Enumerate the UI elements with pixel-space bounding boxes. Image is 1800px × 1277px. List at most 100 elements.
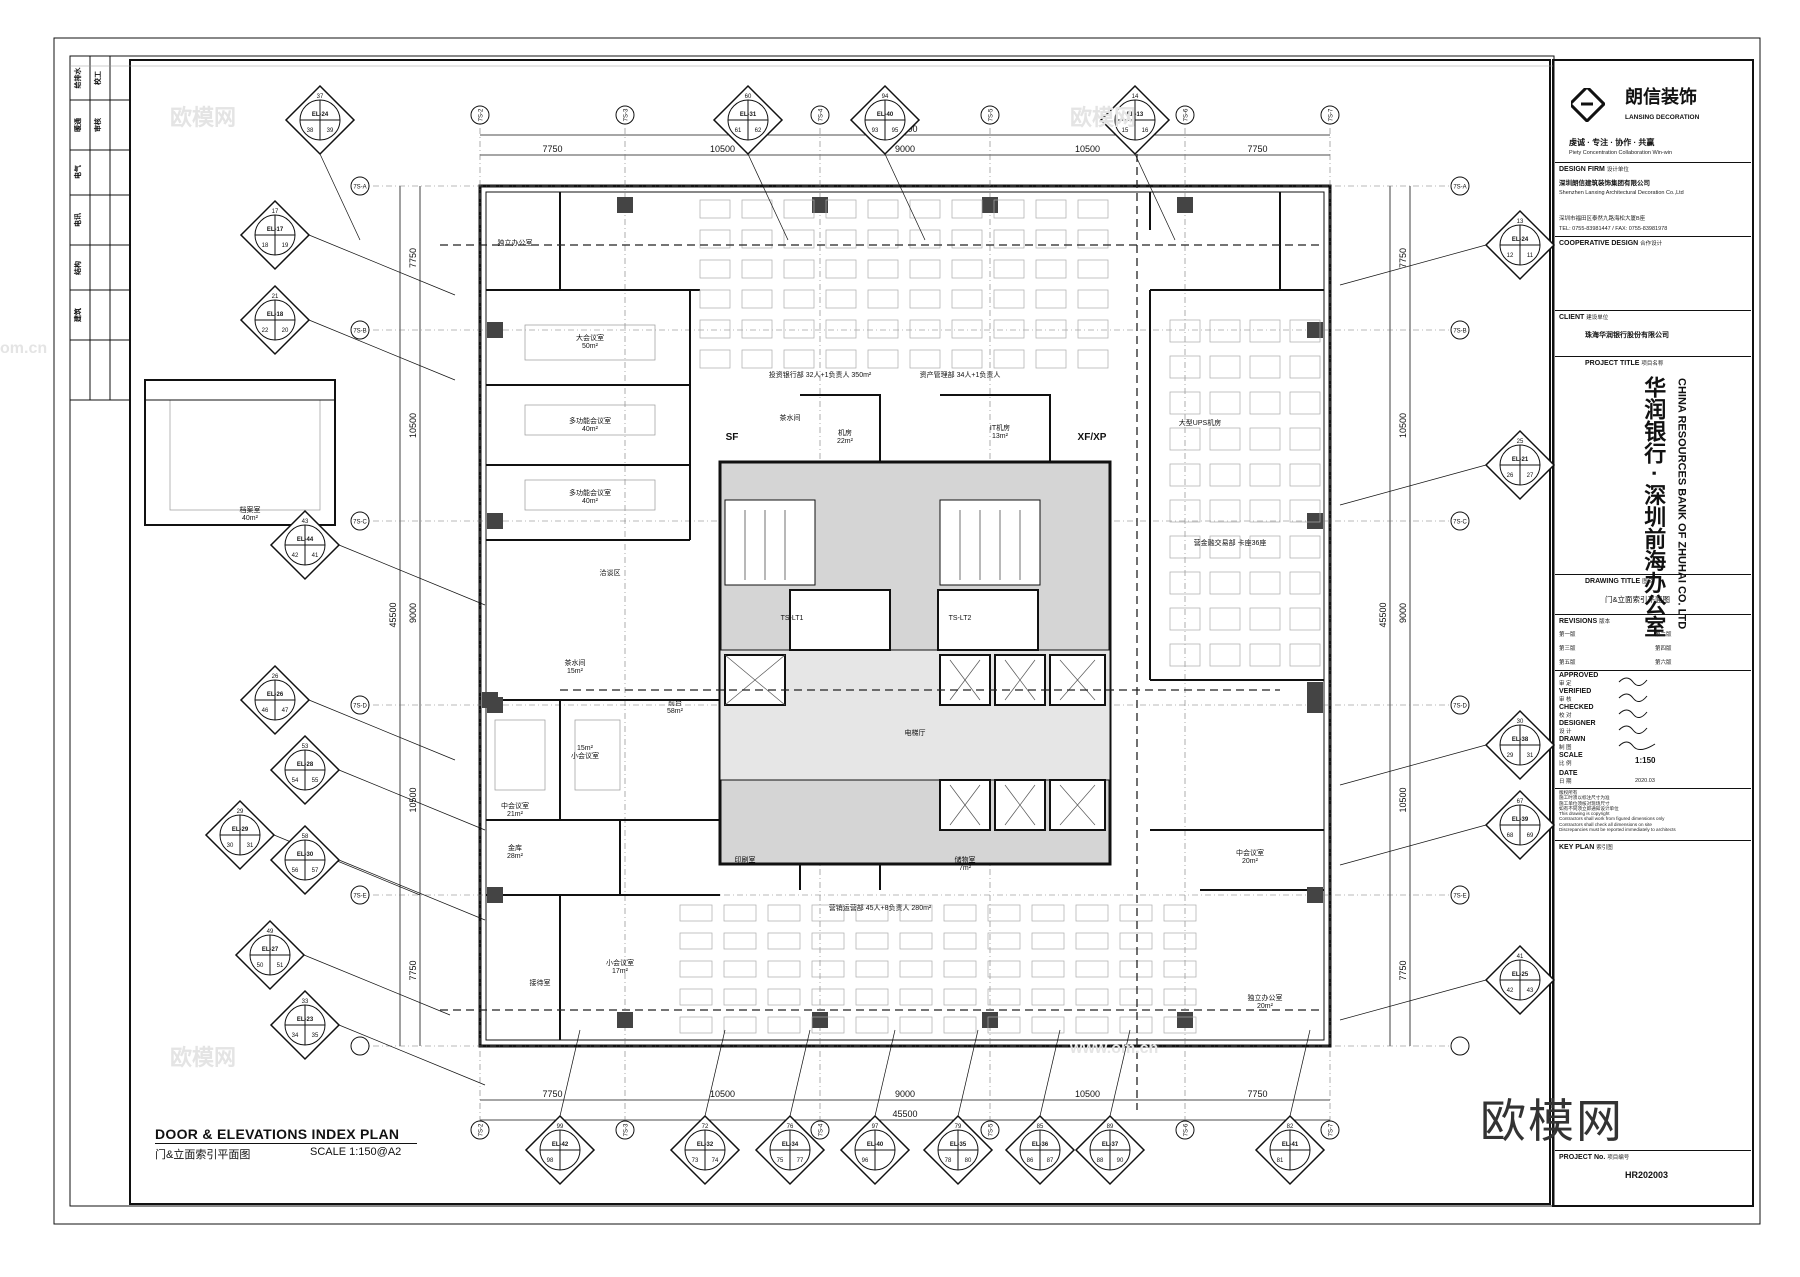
- callout-number: 46: [262, 708, 269, 714]
- workstation: [1169, 391, 1201, 415]
- workstation: [1209, 499, 1241, 523]
- callout-number: 35: [312, 1033, 319, 1039]
- drawing-title-en: DOOR & ELEVATIONS INDEX PLAN: [155, 1126, 400, 1142]
- project-name-cn: 华润银行 · 深圳前海办公室: [1641, 376, 1667, 638]
- workstation: [987, 960, 1021, 978]
- workstation: [1169, 607, 1201, 631]
- workstation: [767, 932, 801, 950]
- grid-bubble: [1450, 511, 1470, 531]
- callout-sheet: EL-24: [1512, 237, 1529, 243]
- workstation: [1249, 571, 1281, 595]
- workstation: [1289, 463, 1321, 487]
- callout-number: 42: [1507, 988, 1514, 994]
- structural-column: [982, 1012, 998, 1028]
- workstation: [909, 349, 941, 369]
- grid-bubble: [470, 1120, 490, 1140]
- workstation: [699, 349, 731, 369]
- callout-number: 17: [272, 209, 279, 215]
- designer-cn: 设 计: [1559, 729, 1572, 736]
- workstation: [1249, 391, 1281, 415]
- rev-2: 第二版: [1655, 632, 1672, 638]
- callout-sheet: EL-13: [1127, 112, 1144, 118]
- workstation: [1075, 904, 1109, 922]
- workstation: [943, 988, 977, 1006]
- grid-bubble: [350, 511, 370, 531]
- callout-sheet: EL-32: [697, 1142, 714, 1148]
- workstation: [987, 932, 1021, 950]
- date-cn: 日 期: [1559, 779, 1572, 786]
- workstation: [1249, 643, 1281, 667]
- workstation: [1169, 427, 1201, 451]
- callout-number: 53: [302, 744, 309, 750]
- faint-watermark: 欧模网: [170, 1045, 237, 1070]
- workstation: [1035, 319, 1067, 339]
- grid-bubble: [350, 1036, 370, 1056]
- dim-right: 7750: [1398, 960, 1408, 980]
- workstation: [943, 904, 977, 922]
- callout-number: 77: [797, 1158, 804, 1164]
- grid-label: 7S-B: [353, 329, 366, 335]
- dim-overall-side: 45500: [388, 602, 398, 627]
- workstation: [1119, 988, 1153, 1006]
- strip-label: 建筑: [73, 308, 82, 322]
- rev-6: 第六版: [1655, 660, 1672, 666]
- project-cn-label: 项目名称: [1641, 361, 1664, 367]
- workstation: [1077, 289, 1109, 309]
- workstation: [1289, 355, 1321, 379]
- callout-number: 54: [292, 778, 299, 784]
- dim-left: 10500: [408, 787, 418, 812]
- tel: TEL: 0755-83981447 / FAX: 0755-83981978: [1559, 226, 1668, 232]
- workstation: [1249, 319, 1281, 343]
- grid-label: 7S-5: [989, 1123, 995, 1136]
- callout-number: 16: [1142, 128, 1149, 134]
- design-firm-en: Shenzhen Lanxing Architectural Decoratio…: [1559, 190, 1684, 196]
- workstation: [1077, 319, 1109, 339]
- workstation: [699, 199, 731, 219]
- structural-column: [487, 887, 503, 903]
- dim-top: 10500: [710, 144, 735, 154]
- structural-column: [1307, 322, 1323, 338]
- grid-label: 7S-D: [1453, 704, 1467, 710]
- callout-number: 49: [267, 929, 274, 935]
- project-number: HR202003: [1625, 1170, 1669, 1180]
- workstation: [741, 319, 773, 339]
- approved-cn: 审 定: [1559, 681, 1572, 688]
- workstation: [909, 259, 941, 279]
- workstation: [723, 1016, 757, 1034]
- workstation: [741, 259, 773, 279]
- callout-number: 85: [1037, 1124, 1044, 1130]
- workstation: [1035, 289, 1067, 309]
- dim-left: 9000: [408, 603, 418, 623]
- dim-left: 7750: [408, 960, 418, 980]
- workstation: [951, 259, 983, 279]
- workstation: [699, 259, 731, 279]
- workstation: [1035, 229, 1067, 249]
- workstation: [811, 988, 845, 1006]
- workstation: [699, 229, 731, 249]
- workstation: [1169, 643, 1201, 667]
- callout-number: 15: [1122, 128, 1129, 134]
- client-cn: 建设单位: [1586, 315, 1609, 321]
- workstation: [1163, 904, 1197, 922]
- callout-number: 51: [277, 963, 284, 969]
- workstation: [783, 259, 815, 279]
- company-en: LANSING DECORATION: [1625, 114, 1700, 121]
- workstation: [767, 960, 801, 978]
- workstation: [783, 229, 815, 249]
- workstation: [1289, 391, 1321, 415]
- structural-column: [812, 197, 828, 213]
- callout-sheet: EL-29: [232, 827, 249, 833]
- verified-cn: 审 核: [1559, 697, 1572, 704]
- workstation: [1209, 391, 1241, 415]
- grid-label: 7S-B: [1453, 329, 1466, 335]
- room-label-ups: 大型UPS机房: [1179, 418, 1221, 427]
